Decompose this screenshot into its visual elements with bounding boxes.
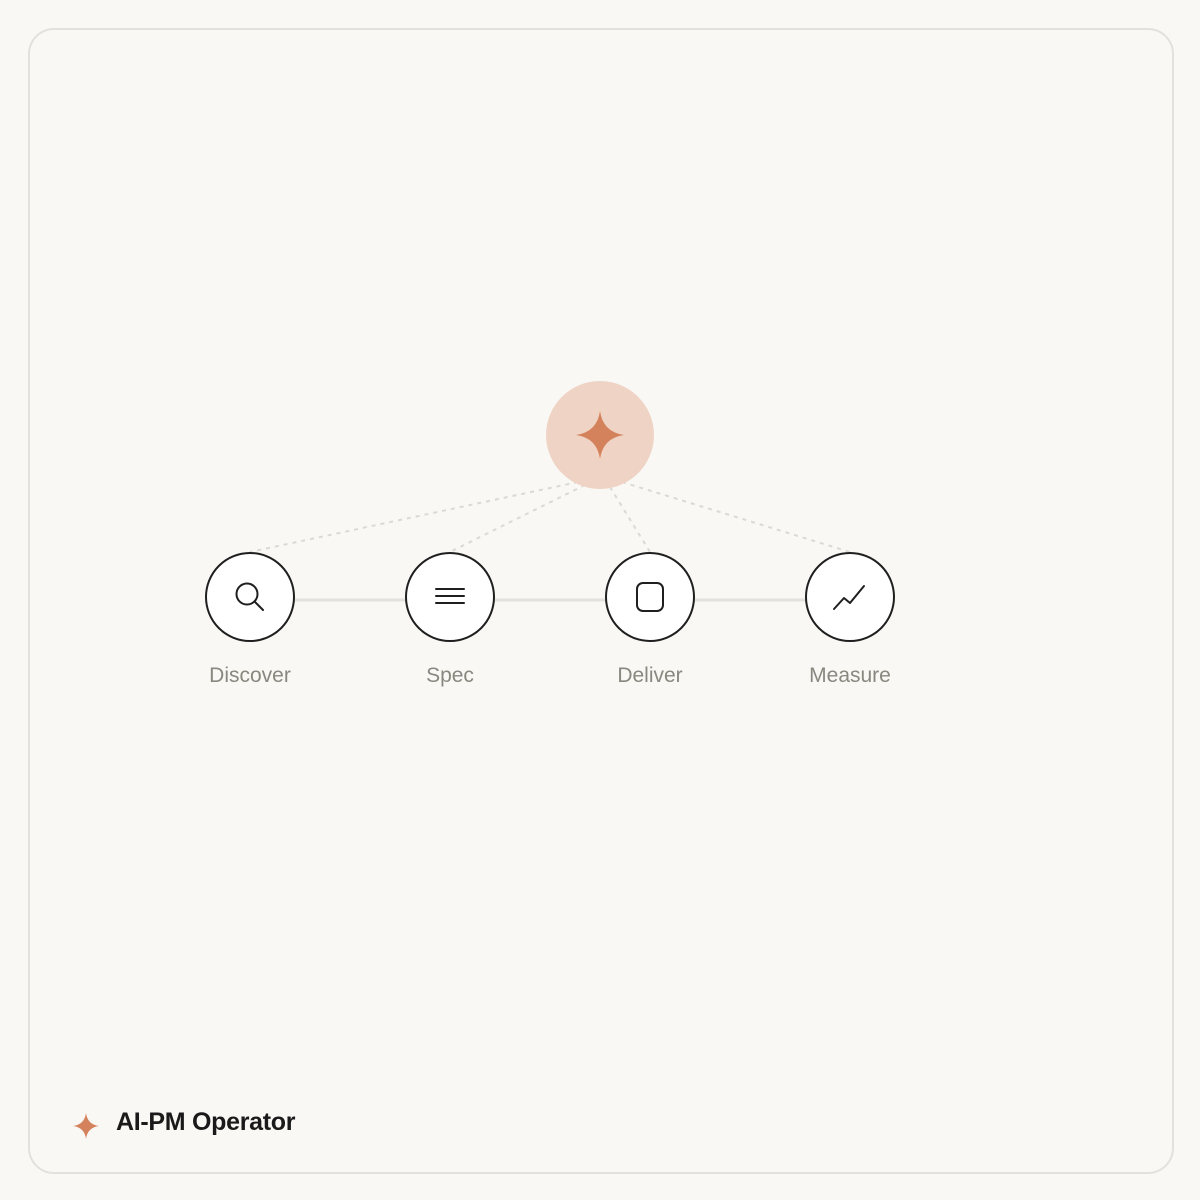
search-icon bbox=[235, 582, 264, 611]
step-deliver: Deliver bbox=[550, 552, 750, 688]
step-node-deliver[interactable] bbox=[605, 552, 695, 642]
brand-name: AI-PM Operator bbox=[116, 1107, 296, 1136]
connector-discover bbox=[249, 481, 579, 553]
brand: AI-PM Operator bbox=[72, 1104, 295, 1140]
step-label-measure: Measure bbox=[809, 664, 891, 687]
hub-node bbox=[546, 381, 654, 489]
connector-deliver bbox=[609, 486, 651, 553]
step-discover: Discover bbox=[150, 552, 350, 688]
step-label-discover: Discover bbox=[209, 664, 291, 687]
step-label-deliver: Deliver bbox=[617, 664, 683, 687]
step-spec: Spec bbox=[350, 552, 550, 688]
step-node-spec[interactable] bbox=[405, 552, 495, 642]
step-node-measure[interactable] bbox=[805, 552, 895, 642]
sparkle-icon bbox=[73, 1113, 99, 1139]
sparkle-icon bbox=[576, 411, 624, 459]
connector-measure bbox=[621, 481, 851, 553]
trend-line-icon bbox=[833, 585, 865, 610]
step-measure: Measure bbox=[750, 552, 950, 688]
menu-lines-icon bbox=[435, 588, 465, 604]
step-node-discover[interactable] bbox=[205, 552, 295, 642]
step-label-spec: Spec bbox=[426, 664, 474, 687]
rounded-square-icon bbox=[636, 582, 664, 612]
connector-spec bbox=[449, 484, 586, 553]
